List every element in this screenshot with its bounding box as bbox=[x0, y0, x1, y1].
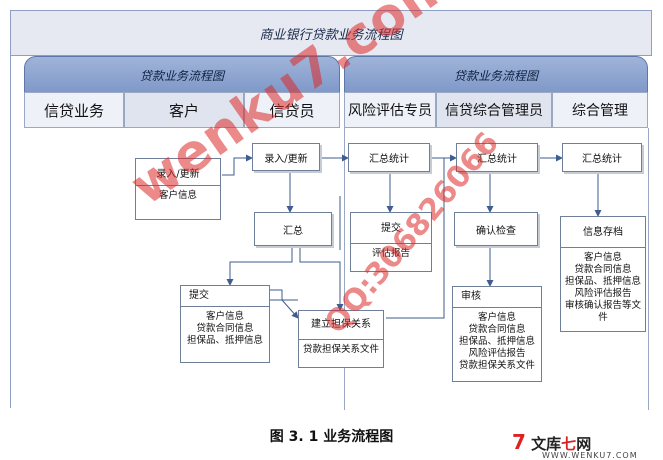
lane-credit-admin: 信贷综合管理员 bbox=[436, 92, 552, 128]
lane-general-mgmt: 综合管理 bbox=[552, 92, 648, 128]
record-update-box: 录入/更新 bbox=[252, 143, 320, 171]
logo-mark: 7 bbox=[512, 430, 526, 454]
lane-risk-specialist: 风险评估专员 bbox=[344, 92, 436, 128]
logo-text: 文库 bbox=[531, 435, 562, 453]
diagram-title: 商业银行贷款业务流程图 bbox=[10, 10, 652, 56]
archive-line: 风险评估报告 bbox=[574, 288, 632, 299]
lane-divider bbox=[648, 128, 649, 410]
credit-summary-stats-box: 汇总统计 bbox=[456, 143, 538, 172]
mgmt-summary-stats-box: 汇总统计 bbox=[562, 143, 642, 172]
risk-submit-head: 提交 bbox=[351, 217, 431, 244]
guarantee-document: 建立担保关系 贷款担保关系文件 bbox=[298, 310, 384, 368]
guarantee-head: 建立担保关系 bbox=[299, 315, 383, 340]
summary-box: 汇总 bbox=[254, 212, 332, 246]
archive-line: 贷款合同信息 bbox=[574, 264, 632, 275]
logo-url: WWW.WENKU7.COM bbox=[542, 451, 638, 460]
review-line: 贷款合同信息 bbox=[468, 324, 526, 335]
client-submit-line: 客户信息 bbox=[205, 311, 244, 322]
review-line: 担保品、抵押信息 bbox=[458, 336, 535, 347]
client-submit-document: 提交 客户信息 贷款合同信息 担保品、抵押信息 bbox=[180, 285, 270, 363]
review-line: 客户信息 bbox=[477, 312, 516, 323]
archive-document: 信息存档 客户信息 贷款合同信息 担保品、抵押信息 风险评估报告 审核确认报告等… bbox=[560, 216, 646, 332]
review-document: 审核 客户信息 贷款合同信息 担保品、抵押信息 风险评估报告 贷款担保关系文件 bbox=[452, 286, 542, 382]
lane-divider bbox=[344, 128, 345, 410]
logo-seven: 七 bbox=[561, 435, 577, 453]
client-record-document: 录入/更新 客户信息 bbox=[135, 158, 221, 220]
review-head: 审核 bbox=[453, 291, 541, 308]
risk-submit-document: 提交 评估报告 bbox=[350, 212, 432, 272]
client-submit-line: 担保品、抵押信息 bbox=[186, 335, 263, 346]
lane-group-right-header: 贷款业务流程图 bbox=[344, 56, 648, 94]
figure-caption: 图 3. 1 业务流程图 bbox=[269, 429, 394, 445]
lane-credit-business: 信贷业务 bbox=[24, 92, 124, 128]
review-line: 贷款担保关系文件 bbox=[458, 360, 535, 371]
logo-net: 网 bbox=[576, 435, 592, 453]
lane-loan-officer: 信贷员 bbox=[244, 92, 340, 128]
client-record-label: 录入/更新 bbox=[136, 163, 220, 186]
risk-summary-stats-box: 汇总统计 bbox=[348, 143, 430, 172]
archive-line: 客户信息 bbox=[583, 252, 622, 263]
lane-client: 客户 bbox=[124, 92, 244, 128]
site-logo: 7 文库七网 WWW.WENKU7.COM bbox=[512, 430, 638, 460]
review-line: 风险评估报告 bbox=[468, 348, 526, 359]
left-border bbox=[10, 56, 11, 408]
archive-line: 审核确认报告等文件 bbox=[564, 300, 641, 323]
guarantee-body: 贷款担保关系文件 bbox=[302, 344, 379, 355]
client-submit-head: 提交 bbox=[181, 290, 269, 307]
archive-head: 信息存档 bbox=[561, 221, 645, 248]
client-info-label: 客户信息 bbox=[158, 190, 197, 201]
risk-submit-body: 评估报告 bbox=[371, 248, 410, 259]
client-submit-line: 贷款合同信息 bbox=[196, 323, 254, 334]
confirm-check-box: 确认检查 bbox=[454, 212, 538, 246]
archive-line: 担保品、抵押信息 bbox=[564, 276, 641, 287]
